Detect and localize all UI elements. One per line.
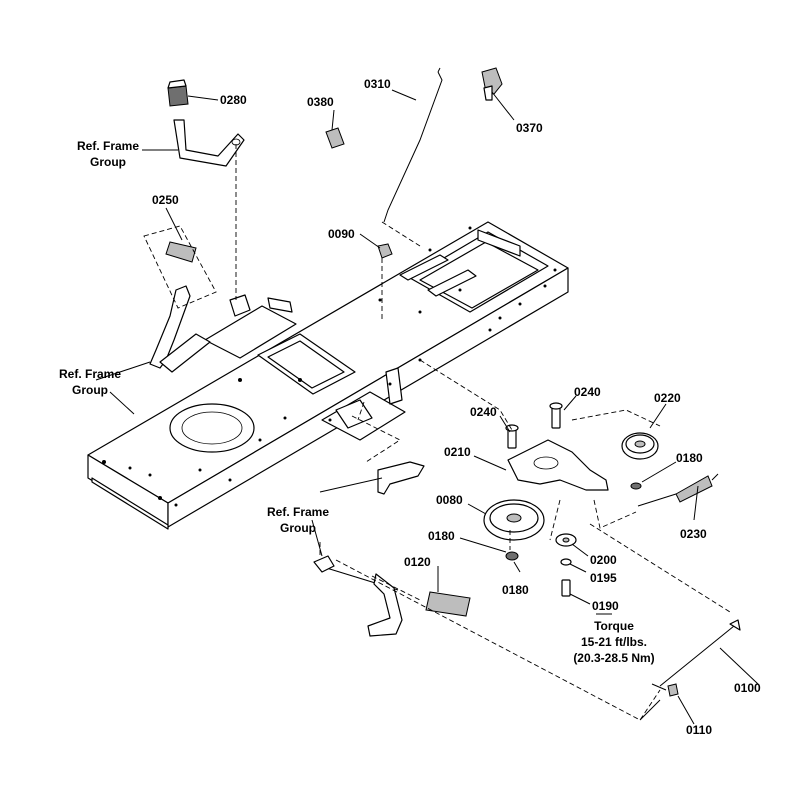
part-0100-rod [651,619,741,691]
ref-frame-label-1-line1: Ref. Frame [77,139,139,153]
assembly-dashed-lines [143,144,731,721]
callout-0195: 0195 [590,571,617,585]
torque-value-ft: 15-21 ft/lbs. [581,635,647,649]
part-0380-clip [325,127,345,149]
callout-0310: 0310 [364,77,391,91]
ref-frame-label-1-line2: Group [90,155,126,169]
pedal-linkage [313,555,403,637]
callout-0090: 0090 [328,227,355,241]
callout-0120: 0120 [404,555,431,569]
part-0370-handle [481,67,503,101]
part-0240-bolt-right [549,402,563,429]
callout-0200: 0200 [590,553,617,567]
ref-frame-label-1: Ref. Frame Group [77,139,139,169]
callouts: 0280 0380 0310 0370 0250 0090 0240 0240 … [152,77,761,737]
torque-value-nm: (20.3-28.5 Nm) [573,651,654,665]
part-0280-knob [167,79,189,107]
torque-label: Torque [594,619,634,633]
part-0180-spacer-center [505,551,519,561]
part-0310-rod [383,67,443,223]
torque-note: Torque 15-21 ft/lbs. (20.3-28.5 Nm) [573,613,655,665]
bracket-ref-frame [377,461,425,495]
frame-opening [169,403,255,453]
frame-assembly [87,221,569,530]
callout-0110: 0110 [686,723,712,737]
part-0110-clip [667,683,679,697]
callout-0100: 0100 [734,681,761,695]
lever-left [149,285,211,373]
part-0195-washer [560,558,572,566]
callout-0250: 0250 [152,193,179,207]
callout-0080: 0080 [436,493,463,507]
part-0080-pulley [483,499,545,541]
part-0220-pulley [621,432,659,460]
callout-0370: 0370 [516,121,543,135]
ref-frame-label-3: Ref. Frame Group [267,505,329,535]
callout-0210: 0210 [444,445,471,459]
part-0240-bolt-left [505,424,519,449]
callout-0240-right: 0240 [574,385,601,399]
part-0090-nut [377,243,393,259]
part-0190-bolt [561,579,571,597]
callout-0180-right: 0180 [676,451,703,465]
callout-0280: 0280 [220,93,247,107]
ref-frame-label-2: Ref. Frame Group [59,367,121,397]
leader-lines [95,89,759,725]
part-0180-spacer-right [630,482,642,490]
callout-0180-bottom: 0180 [502,583,529,597]
ref-frame-label-2-line2: Group [72,383,108,397]
callout-0180-center: 0180 [428,529,455,543]
ref-frame-label-3-line1: Ref. Frame [267,505,329,519]
lever-upper [173,119,245,167]
callout-0240-left: 0240 [470,405,497,419]
part-0200-washer [555,533,577,547]
callout-0380: 0380 [307,95,334,109]
callout-0230: 0230 [680,527,707,541]
part-0210-idler-bracket [507,439,609,491]
part-0250-grip [165,241,197,263]
callout-0220: 0220 [654,391,681,405]
ref-frame-label-3-line2: Group [280,521,316,535]
part-0230-spring [637,473,719,507]
callout-0190: 0190 [592,599,619,613]
part-0120-grip [425,591,471,617]
ref-frame-label-2-line1: Ref. Frame [59,367,121,381]
